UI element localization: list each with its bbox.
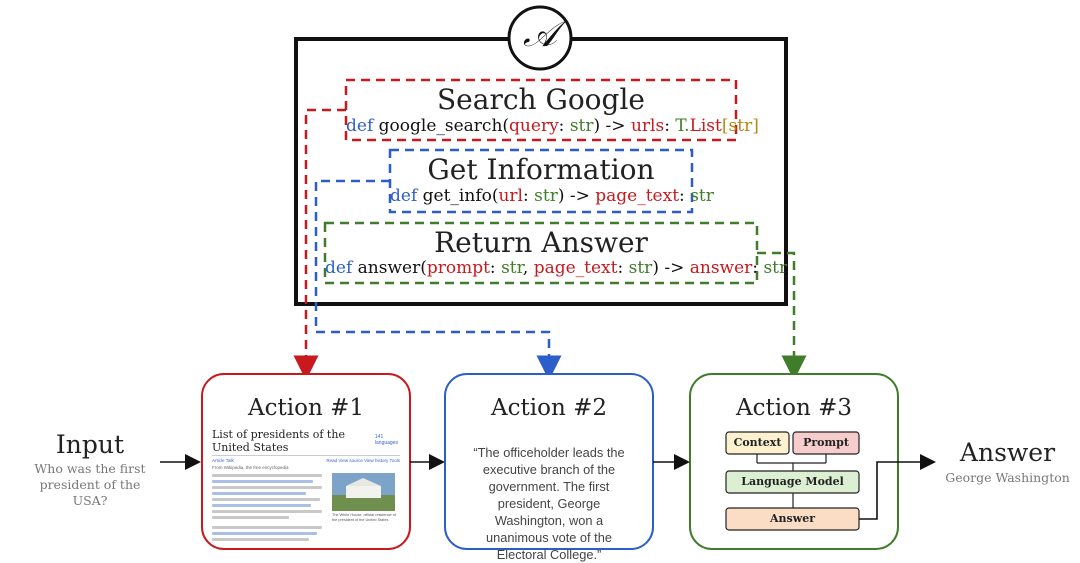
connector-blue	[314, 179, 562, 381]
tool-title-getinfo: Get Information	[427, 153, 655, 186]
input-question: Who was the first president of the USA?	[34, 461, 146, 508]
wiki-tab-read: Read	[326, 458, 338, 463]
arrow-answer-output	[859, 454, 936, 520]
wiki-caption: The White House, official residence of t…	[332, 513, 396, 522]
agent-symbol: 𝒜	[522, 14, 558, 55]
action-2-title: Action #2	[491, 395, 607, 421]
wiki-tab-history: View history	[364, 458, 389, 463]
input-label: Input	[55, 430, 125, 459]
wiki-title: List of presidents of the United States	[212, 428, 345, 454]
context-label: Context	[733, 436, 782, 449]
connector-red	[293, 108, 346, 381]
wiki-from: From Wikipedia, the free encyclopedia	[212, 465, 289, 470]
wiki-languages: 141 languages	[374, 434, 398, 446]
action-3-title: Action #3	[736, 395, 852, 421]
tool-code-search: def google_search(query: str) -> urls: T…	[346, 116, 759, 136]
action-1-title: Action #1	[248, 395, 364, 421]
wiki-tab-source: View source	[338, 458, 363, 463]
answer-node-label: Answer	[770, 512, 815, 525]
wiki-snippet: List of presidents of the United States …	[212, 428, 400, 544]
tool-title-search: Search Google	[437, 83, 645, 116]
connector-green	[757, 251, 807, 381]
action-2-quote: “The officeholder leads the executive br…	[473, 445, 625, 562]
answer-text: George Washington	[945, 470, 1070, 485]
prompt-label: Prompt	[803, 436, 849, 449]
wiki-text-lines	[212, 474, 322, 541]
answer-label: Answer	[959, 438, 1056, 467]
wiki-tab-tools: Tools	[389, 458, 400, 463]
tool-title-answer: Return Answer	[434, 226, 648, 259]
language-model-label: Language Model	[741, 475, 844, 488]
tool-code-answer: def answer(prompt: str, page_text: str) …	[325, 258, 788, 278]
wiki-tab-talk: Talk	[225, 458, 234, 463]
agent-circle	[507, 5, 573, 71]
tool-box-answer	[323, 221, 759, 285]
tool-code-getinfo: def get_info(url: str) -> page_text: str	[390, 186, 714, 206]
wiki-tab-article: Article	[212, 458, 225, 463]
